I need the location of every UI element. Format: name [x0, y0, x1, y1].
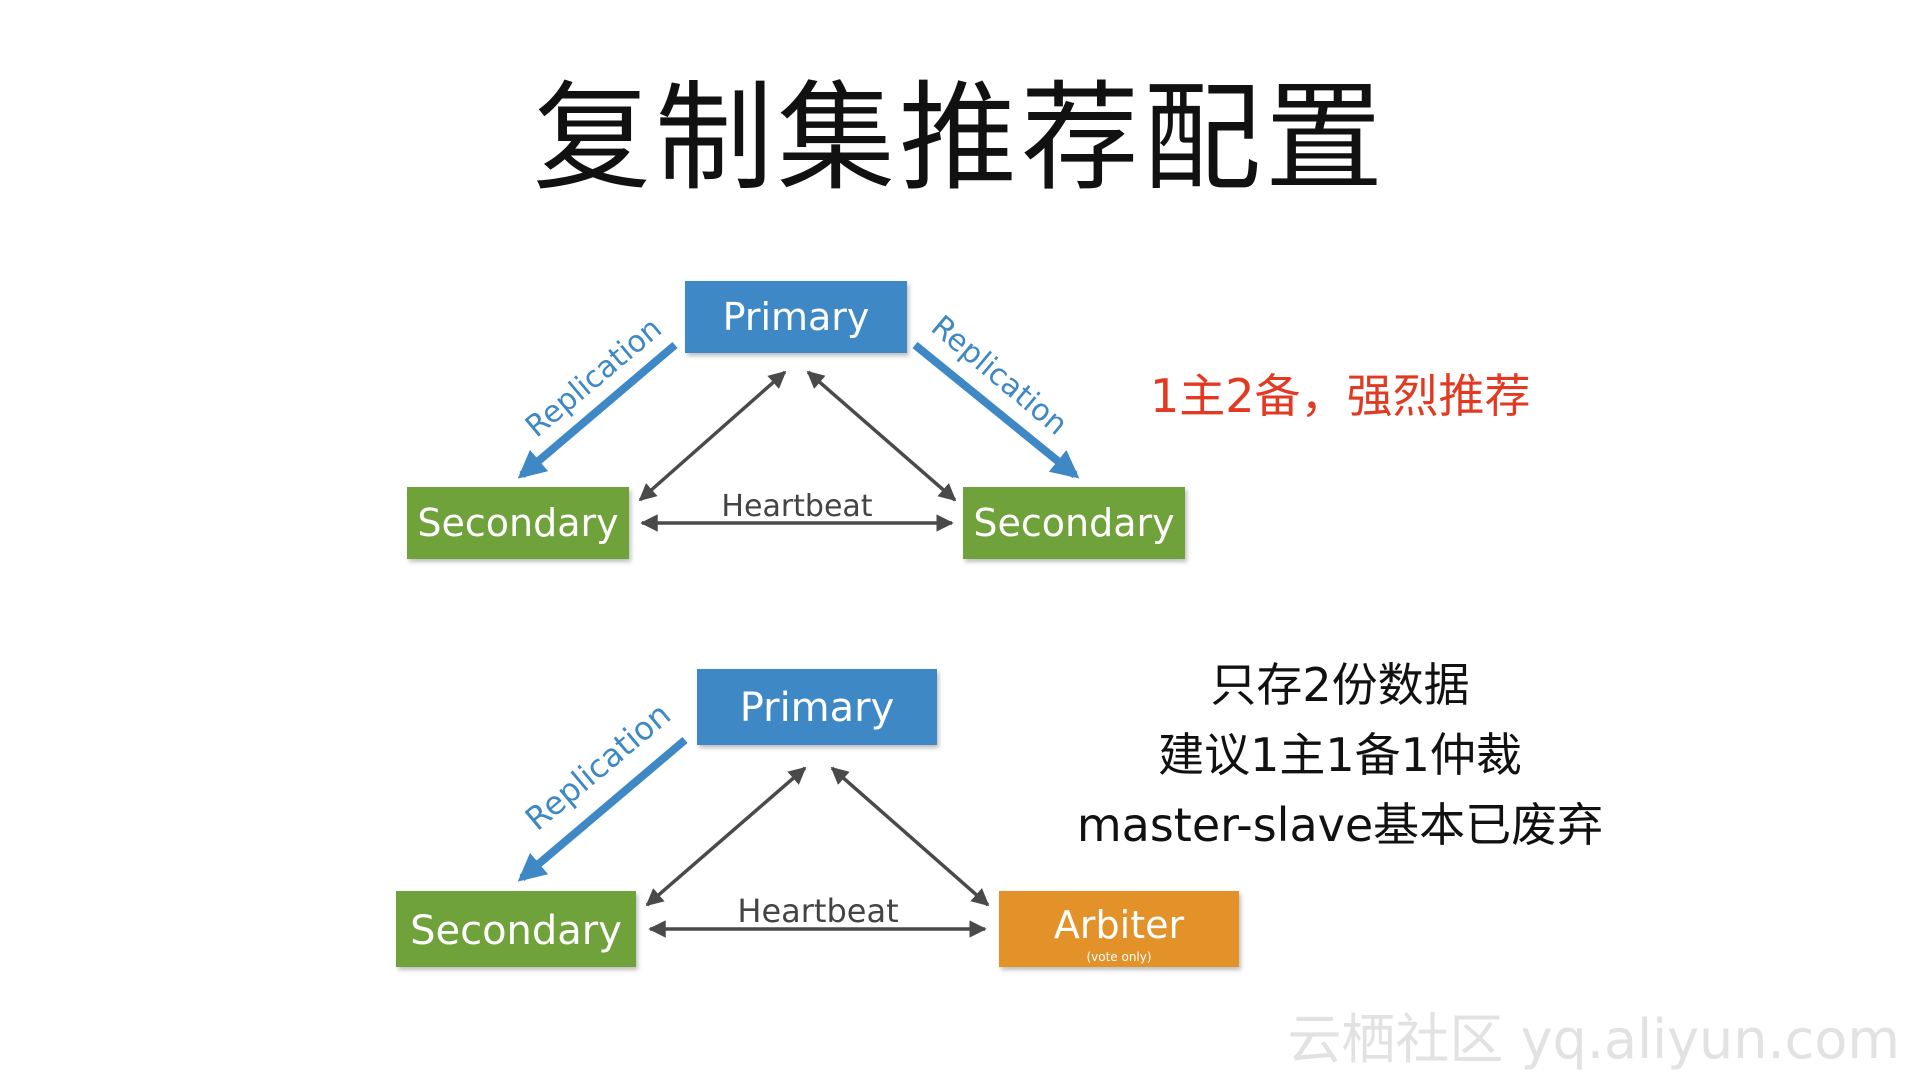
replication-arrow-left — [517, 341, 678, 479]
arbiter-node — [999, 891, 1239, 967]
heartbeat-arrow-right-primary — [806, 370, 957, 502]
secondary-left-label: Secondary — [417, 501, 618, 545]
secondary-label: Secondary — [410, 908, 622, 954]
top-diagram: Replication Replication Heartbeat Primar… — [407, 281, 1185, 559]
heartbeat-arrow-secondary-primary — [645, 766, 807, 907]
replication-arrow-right — [912, 341, 1080, 479]
watermark: 云栖社区 yq.aliyun.com — [1287, 1008, 1900, 1071]
note-line-1: 只存2份数据 — [1210, 658, 1470, 712]
secondary-node-right — [963, 487, 1185, 559]
primary-node — [685, 281, 907, 353]
recommendation-note: 1主2备，强烈推荐 — [1150, 369, 1531, 423]
heartbeat-label: Heartbeat — [737, 892, 898, 930]
primary-label: Primary — [740, 685, 895, 731]
secondary-node — [396, 891, 636, 967]
heartbeat-arrow-left-primary — [638, 370, 787, 502]
replication-label-left: Replication — [519, 311, 669, 445]
primary-label: Primary — [723, 295, 870, 339]
secondary-node-left — [407, 487, 629, 559]
arbiter-sublabel: (vote only) — [1086, 950, 1151, 964]
arbiter-notes: 只存2份数据 建议1主1备1仲裁 master-slave基本已废弃 — [1050, 650, 1630, 860]
note-line-2: 建议1主1备1仲裁 — [1158, 728, 1522, 782]
heartbeat-arrow-arbiter-primary — [830, 766, 990, 907]
slide-title: 复制集推荐配置 — [532, 69, 1387, 207]
secondary-right-label: Secondary — [973, 501, 1174, 545]
arbiter-label: Arbiter — [1054, 903, 1185, 947]
heartbeat-label: Heartbeat — [721, 489, 872, 524]
note-line-3: master-slave基本已废弃 — [1076, 798, 1604, 852]
primary-node — [697, 669, 937, 745]
replication-arrow — [517, 736, 688, 882]
